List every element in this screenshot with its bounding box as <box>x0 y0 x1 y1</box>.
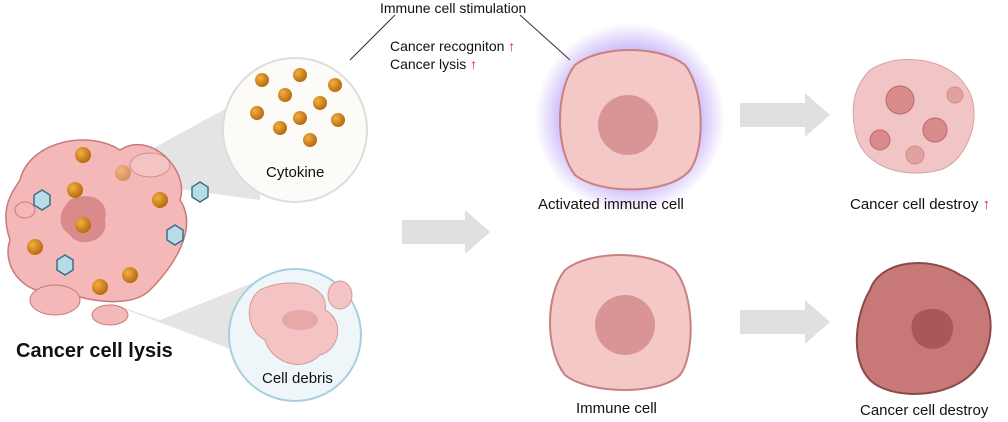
cancer-cell-lysis-label: Cancer cell lysis <box>16 340 173 362</box>
antigen-icons <box>33 181 209 276</box>
cell-debris-label: Cell debris <box>262 370 333 387</box>
immune-stimulation-title: Immune cell stimulation <box>380 0 527 16</box>
activated-immune-cell-label: Activated immune cell <box>538 196 684 213</box>
arrow-up-icon: ↑ <box>508 38 516 54</box>
lysed-cancer-cell <box>5 139 188 326</box>
arrow-immune-to-destroy <box>740 300 830 344</box>
effect-lysis: Cancer lysis ↑ <box>390 56 477 72</box>
immune-cell-label: Immune cell <box>576 400 657 417</box>
effect-label: Cancer lysis <box>390 56 467 72</box>
cancer-destroy-label: Cancer cell destroy <box>860 402 989 419</box>
cancer-cell <box>855 262 992 395</box>
activated-immune-cell <box>535 23 725 213</box>
cytokine-particles <box>27 147 168 295</box>
debris-zoom-circle <box>228 268 362 402</box>
zoom-cone-debris <box>100 280 260 360</box>
cytokine-label: Cytokine <box>266 164 325 181</box>
arrow-activated-to-destroy <box>740 93 830 137</box>
cytokine-zoom-circle <box>222 57 368 203</box>
effect-recognition: Cancer recogniton ↑ <box>390 38 515 54</box>
destroyed-cancer-cell <box>852 58 975 174</box>
effect-label: Cancer recogniton <box>390 38 505 54</box>
arrow-to-immune <box>402 210 490 254</box>
immune-cell <box>549 254 692 391</box>
arrow-up-icon: ↑ <box>470 56 478 72</box>
cancer-destroy-up-label: Cancer cell destroy ↑ <box>850 196 990 213</box>
arrow-up-icon: ↑ <box>982 196 991 213</box>
destroy-label: Cancer cell destroy <box>850 196 979 213</box>
